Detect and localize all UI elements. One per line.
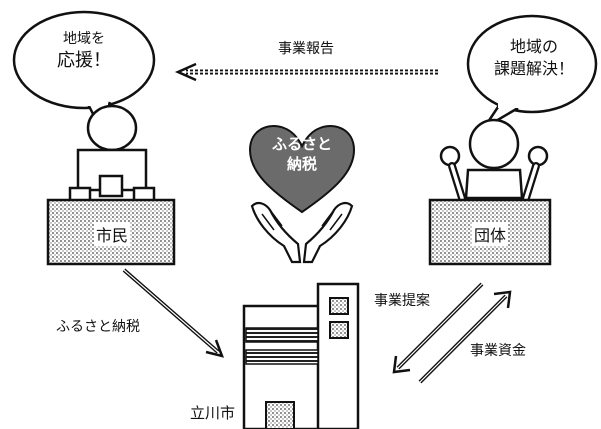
funding-arrow-label: 事業資金 — [470, 343, 526, 359]
group-figure — [439, 118, 549, 202]
group-box-label: 団体 — [472, 222, 509, 246]
heart-label: ふるさと 納税 — [272, 134, 332, 175]
report-arrow — [174, 62, 438, 82]
heart-label-line2: 納税 — [286, 155, 317, 174]
left-bubble-text: 地域を 応援！ — [44, 30, 124, 73]
donation-arrow-label: ふるさと納税 — [56, 319, 140, 335]
left-bubble-line1: 地域を — [63, 31, 105, 47]
donation-arrow — [122, 268, 225, 358]
citizen-figure — [68, 104, 156, 206]
right-bubble-text: 地域の 課題解決！ — [484, 36, 584, 79]
funding-arrow — [418, 290, 512, 384]
left-bubble-line2: 応援！ — [57, 49, 111, 71]
heart-label-line1: ふるさと — [272, 135, 333, 153]
report-arrow-label: 事業報告 — [278, 41, 334, 57]
right-bubble-line2: 課題解決！ — [493, 58, 574, 78]
right-bubble-line1: 地域の — [509, 37, 558, 56]
citizen-box-label: 市民 — [94, 222, 131, 246]
heart-hands-icon — [248, 125, 356, 264]
city-hall-building — [242, 282, 360, 429]
proposal-arrow-label: 事業提案 — [374, 293, 430, 309]
city-hall-label: 立川市 — [190, 404, 236, 422]
proposal-arrow — [392, 282, 484, 374]
